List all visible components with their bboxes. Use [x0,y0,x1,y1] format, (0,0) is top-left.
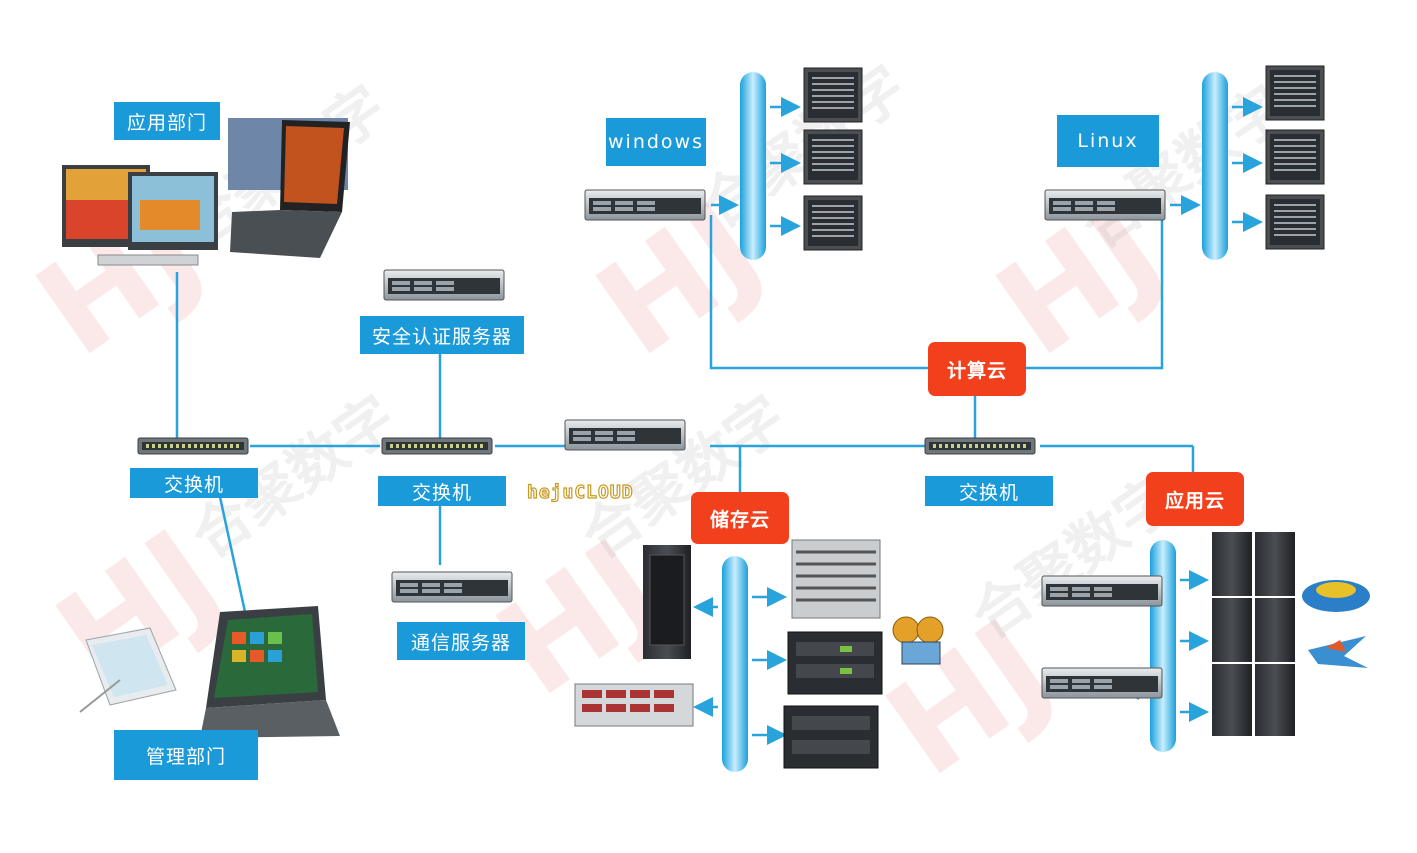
tape-reel-icon [892,616,920,644]
switch-right-icon [924,437,1036,455]
switch-left-icon [137,437,249,455]
mgmt-dept-label: 管理部门 [114,730,258,780]
blade-server-icon [803,129,863,185]
linux-label: Linux [1057,115,1159,167]
central-server-icon [564,419,686,451]
mgmt-dept-devices [79,606,340,738]
comm-server-icon [391,571,513,603]
workstation-tower-icon [1212,664,1252,736]
san-storage-icon [783,705,879,769]
windows-bus [740,72,766,260]
tape-library-icon [787,631,883,695]
app-server-icon [1041,667,1163,699]
app-cloud-workstations [1212,532,1370,736]
app-bus [1150,540,1176,752]
linux-bus [1202,72,1228,260]
workstation-tower-icon [1212,532,1252,596]
workstation-tower-icon [1255,598,1295,662]
app-dept-workstations [62,118,350,266]
app-dept-label: 应用部门 [114,102,220,140]
auth-server-icon [383,269,505,301]
switch-center-label: 交换机 [378,476,506,506]
linux-server-icon [1044,189,1166,221]
comm-server-label: 通信服务器 [397,622,525,660]
windows-label: windows [606,118,706,166]
blade-server-icon [1265,194,1325,250]
workstation-tower-icon [1255,532,1295,596]
brand-logo: hejuCLOUD [527,482,634,503]
tape-reel-icon [916,616,944,644]
storage-bus [722,556,748,772]
workstation-tower-icon [1212,598,1252,662]
switch-left-label: 交换机 [130,468,258,498]
workstation-tower-icon [1255,664,1295,736]
blade-server-icon [1265,65,1325,121]
blade-server-icon [1265,129,1325,185]
switch-right-label: 交换机 [925,476,1053,506]
blade-server-icon [803,195,863,251]
watermark-text: 合聚数字 [1069,73,1298,262]
jet-model-icon [1308,636,1368,668]
app-cloud-label: 应用云 [1146,472,1244,526]
keyboard-icon [97,254,199,266]
auth-server-label: 安全认证服务器 [360,316,524,354]
blade-server-icon [803,67,863,123]
windows-server-icon [584,189,706,221]
storage-devices [574,539,944,769]
switch-center-icon [381,437,493,455]
connection-lines [175,210,1195,613]
compute-cloud-label: 计算云 [928,342,1026,396]
app-server-icon [1041,575,1163,607]
storage-cloud-label: 储存云 [691,492,789,544]
